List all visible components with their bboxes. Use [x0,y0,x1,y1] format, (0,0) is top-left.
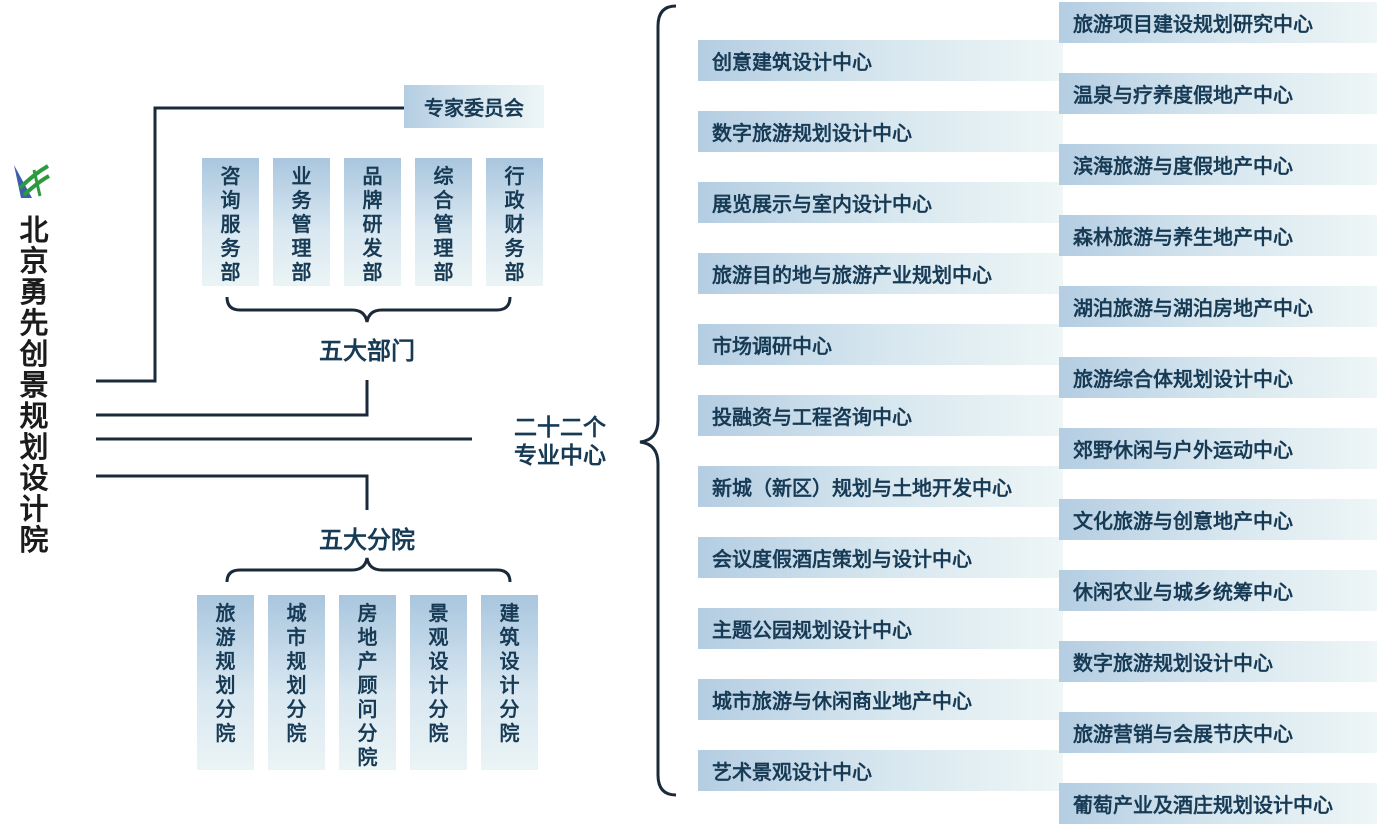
center-left-box-4: 旅游目的地与旅游产业规划中心 [698,253,1063,294]
center-right-box-9: 休闲农业与城乡统筹中心 [1059,570,1377,611]
center-right-box-10: 数字旅游规划设计中心 [1059,641,1377,682]
branch-box-1: 旅游规划分院 [197,595,254,770]
branch-box-label: 建筑设计分院 [499,601,520,745]
branch-box-label: 城市规划分院 [286,601,307,745]
department-box-1: 咨询服务部 [202,158,259,286]
branch-box-label: 景观设计分院 [428,601,449,745]
line-to-expert-committee [96,106,405,383]
center-right-box-2: 温泉与疗养度假地产中心 [1059,73,1377,114]
departments-label: 五大部门 [319,337,415,365]
center-right-box-4: 森林旅游与养生地产中心 [1059,215,1377,256]
center-left-box-11: 艺术景观设计中心 [698,750,1063,791]
centers-label: 二十二个专业中心 [514,415,606,469]
centers-brace [639,4,677,797]
center-left-box-8: 会议度假酒店策划与设计中心 [698,537,1063,578]
center-right-box-3: 滨海旅游与度假地产中心 [1059,144,1377,185]
branch-box-label: 旅游规划分院 [215,601,236,745]
expert-committee-box: 专家委员会 [404,85,544,128]
center-right-box-5: 湖泊旅游与湖泊房地产中心 [1059,286,1377,327]
center-right-box-11: 旅游营销与会展节庆中心 [1059,712,1377,753]
center-right-box-12: 葡萄产业及酒庄规划设计中心 [1059,783,1377,824]
branch-box-2: 城市规划分院 [268,595,325,770]
center-left-box-2: 数字旅游规划设计中心 [698,111,1063,152]
department-box-label: 业务管理部 [291,164,312,284]
center-left-box-5: 市场调研中心 [698,324,1063,365]
line-to-departments [96,380,369,417]
department-box-4: 综合管理部 [415,158,472,286]
center-left-box-9: 主题公园规划设计中心 [698,608,1063,649]
center-left-box-10: 城市旅游与休闲商业地产中心 [698,679,1063,720]
center-left-box-1: 创意建筑设计中心 [698,40,1063,81]
center-left-box-3: 展览展示与室内设计中心 [698,182,1063,223]
departments-brace [225,296,512,323]
branch-box-label: 房地产顾问分院 [357,601,378,769]
branches-label: 五大分院 [319,526,415,554]
department-box-2: 业务管理部 [273,158,330,286]
department-box-3: 品牌研发部 [344,158,401,286]
department-box-label: 综合管理部 [433,164,454,284]
branch-box-4: 景观设计分院 [410,595,467,770]
center-right-box-7: 郊野休闲与户外运动中心 [1059,428,1377,469]
department-box-label: 行政财务部 [504,164,525,284]
branch-box-5: 建筑设计分院 [481,595,538,770]
line-to-branches [96,474,369,510]
organization-name: 北京勇先创景规划设计院 [19,213,49,557]
center-left-box-7: 新城（新区）规划与土地开发中心 [698,466,1063,507]
center-right-box-8: 文化旅游与创意地产中心 [1059,499,1377,540]
department-box-label: 品牌研发部 [362,164,383,284]
center-left-box-6: 投融资与工程咨询中心 [698,395,1063,436]
department-box-label: 咨询服务部 [220,164,241,284]
branch-box-3: 房地产顾问分院 [339,595,396,770]
center-right-box-6: 旅游综合体规划设计中心 [1059,357,1377,398]
company-logo-icon [14,164,50,198]
center-right-box-1: 旅游项目建设规划研究中心 [1059,2,1377,43]
branches-brace [225,557,512,583]
department-box-5: 行政财务部 [486,158,543,286]
